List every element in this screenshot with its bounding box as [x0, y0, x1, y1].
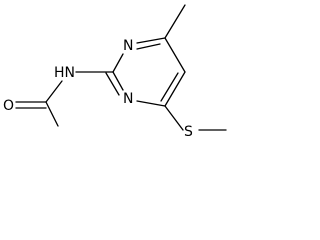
- bond-nh-carbonyl: [45, 80, 63, 103]
- bond-c5-c4-double: [160, 72, 179, 102]
- label-o-carbonyl: O: [3, 98, 14, 114]
- bond-c6-c5: [164, 37, 186, 73]
- label-n-ring-top: N: [123, 38, 133, 54]
- bond-methyl-top: [164, 4, 186, 39]
- bond-n1-c6: [136, 37, 166, 44]
- bond-n3-c2-double: [105, 72, 120, 96]
- bond-c5-c4: [164, 71, 186, 107]
- molecule-structure-diagram: HN O N N S: [0, 0, 231, 149]
- bond-carbonyl-methyl: [45, 101, 59, 127]
- molecule-svg: HN O N N S: [3, 4, 227, 140]
- pyrimidine-ring: [105, 37, 186, 107]
- bond-c4-n3: [136, 100, 166, 107]
- bond-n3-c2: [112, 71, 124, 91]
- label-s-thioether: S: [184, 124, 193, 140]
- bond-c2-n1: [112, 53, 124, 73]
- label-n-ring-bottom: N: [123, 91, 133, 107]
- label-n-amide: HN: [54, 65, 75, 81]
- bond-n1-c6-double: [136, 43, 161, 50]
- bond-c4-s: [164, 105, 184, 131]
